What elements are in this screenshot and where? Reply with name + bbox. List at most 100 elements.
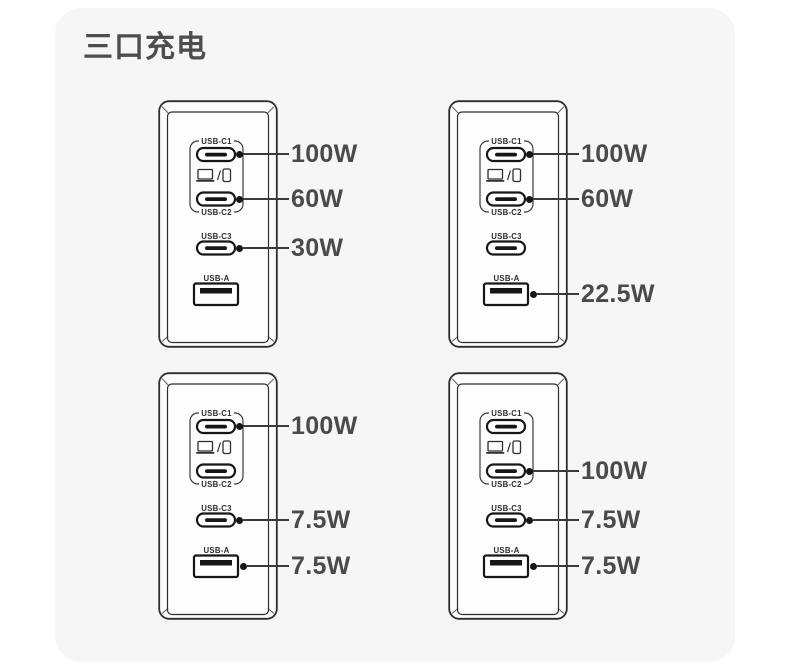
callout-line bbox=[533, 198, 579, 200]
usb-c2-slot bbox=[205, 197, 227, 201]
callout-line bbox=[533, 519, 579, 521]
usb-c3-slot bbox=[205, 246, 227, 250]
callout-dot bbox=[236, 150, 243, 158]
laptop-and-phone-icon bbox=[196, 168, 232, 183]
port-label-usb-c2: USB-C2 bbox=[201, 480, 232, 489]
wattage-label: 7.5W bbox=[291, 551, 351, 580]
callout-line bbox=[243, 198, 289, 200]
charger-illustration: USB-C1 USB-C2 USB-C3 USB-A bbox=[448, 100, 568, 348]
callout-line bbox=[537, 565, 579, 567]
callout-dot bbox=[236, 244, 243, 252]
callout-usb-a: 22.5W bbox=[530, 277, 655, 311]
wattage-label: 7.5W bbox=[581, 505, 641, 534]
label-mask bbox=[199, 479, 234, 489]
wattage-label: 100W bbox=[291, 411, 358, 440]
wattage-label: 30W bbox=[291, 233, 344, 262]
usb-a-tongue bbox=[490, 560, 522, 566]
callout-line bbox=[243, 425, 289, 427]
usb-a-tongue bbox=[490, 288, 522, 294]
charger-figure-bottom-right: USB-C1 USB-C2 USB-C3 USB-A 100W 7.5W bbox=[448, 372, 663, 620]
port-label-usb-c3: USB-C3 bbox=[491, 504, 522, 513]
charger-illustration: USB-C1 USB-C2 USB-C3 USB-A bbox=[158, 372, 278, 620]
port-label-usb-c3: USB-C3 bbox=[201, 504, 232, 513]
callout-dot bbox=[530, 290, 537, 298]
wattage-label: 7.5W bbox=[581, 551, 641, 580]
usb-c3-slot bbox=[495, 518, 517, 522]
port-label-usb-c1: USB-C1 bbox=[201, 409, 232, 418]
corner-chamfers bbox=[161, 378, 275, 614]
page-title: 三口充电 bbox=[83, 31, 207, 64]
charger-illustration: USB-C1 USB-C2 USB-C3 USB-A bbox=[448, 372, 568, 620]
port-label-usb-c1: USB-C1 bbox=[491, 137, 522, 146]
laptop-and-phone-icon bbox=[196, 440, 232, 455]
callout-usb-c1: 100W bbox=[236, 409, 358, 443]
callout-dot bbox=[236, 195, 243, 203]
port-label-usb-c3: USB-C3 bbox=[491, 232, 522, 241]
laptop-and-phone-icon bbox=[486, 168, 522, 183]
callout-usb-c2: 60W bbox=[236, 182, 343, 216]
callout-dot bbox=[526, 150, 533, 158]
port-label-usb-a: USB-A bbox=[494, 546, 520, 555]
usb-c2-slot bbox=[495, 197, 517, 201]
callout-usb-c2: 100W bbox=[526, 454, 648, 488]
corner-chamfers bbox=[161, 106, 275, 342]
usb-c1-slot bbox=[205, 424, 227, 429]
usb-c2-slot bbox=[205, 469, 227, 473]
port-label-usb-c2: USB-C2 bbox=[491, 480, 522, 489]
callout-dot bbox=[236, 422, 243, 430]
callout-line bbox=[533, 470, 579, 472]
label-mask bbox=[199, 207, 234, 217]
callout-dot bbox=[240, 562, 247, 570]
callout-line bbox=[247, 565, 289, 567]
label-mask bbox=[489, 207, 524, 217]
charger-illustration: USB-C1 USB-C2 USB-C3 USB-A bbox=[158, 100, 278, 348]
usb-a-tongue bbox=[200, 560, 232, 566]
wattage-label: 100W bbox=[581, 456, 648, 485]
port-label-usb-a: USB-A bbox=[204, 274, 230, 283]
callout-usb-c1: 100W bbox=[236, 137, 358, 171]
callout-line bbox=[537, 293, 579, 295]
callout-dot bbox=[526, 516, 533, 524]
usb-a-tongue bbox=[200, 288, 232, 294]
callout-dot bbox=[526, 467, 533, 475]
port-label-usb-c2: USB-C2 bbox=[491, 208, 522, 217]
usb-c2-slot bbox=[495, 469, 517, 473]
label-mask bbox=[489, 408, 524, 418]
wattage-label: 60W bbox=[291, 184, 344, 213]
port-label-usb-c1: USB-C1 bbox=[491, 409, 522, 418]
callout-usb-c2: 60W bbox=[526, 182, 633, 216]
callout-line bbox=[243, 153, 289, 155]
corner-chamfers bbox=[451, 106, 565, 342]
callout-line bbox=[533, 153, 579, 155]
port-label-usb-c2: USB-C2 bbox=[201, 208, 232, 217]
charger-figure-bottom-left: USB-C1 USB-C2 USB-C3 USB-A 100W 7.5W bbox=[158, 372, 373, 620]
callout-line bbox=[243, 519, 289, 521]
usb-c3-slot bbox=[205, 518, 227, 522]
callout-line bbox=[243, 247, 289, 249]
usb-c1-slot bbox=[495, 424, 517, 429]
usb-a-port bbox=[482, 554, 530, 579]
label-mask bbox=[489, 479, 524, 489]
usb-c3-slot bbox=[495, 246, 517, 250]
wattage-label: 100W bbox=[291, 139, 358, 168]
usb-a-port bbox=[482, 282, 530, 307]
usb-a-port bbox=[192, 554, 240, 579]
port-label-usb-c1: USB-C1 bbox=[201, 137, 232, 146]
usb-c1-slot bbox=[205, 152, 227, 157]
callout-usb-c3: 30W bbox=[236, 231, 343, 265]
port-label-usb-a: USB-A bbox=[494, 274, 520, 283]
charger-figure-top-right: USB-C1 USB-C2 USB-C3 USB-A 100W 60W bbox=[448, 100, 663, 348]
wattage-label: 60W bbox=[581, 184, 634, 213]
label-mask bbox=[199, 136, 234, 146]
wattage-label: 100W bbox=[581, 139, 648, 168]
port-label-usb-c3: USB-C3 bbox=[201, 232, 232, 241]
callout-usb-a: 7.5W bbox=[530, 549, 641, 583]
callout-usb-c1: 100W bbox=[526, 137, 648, 171]
callout-usb-a: 7.5W bbox=[240, 549, 351, 583]
corner-chamfers bbox=[451, 378, 565, 614]
label-mask bbox=[199, 408, 234, 418]
content-card: 三口充电 USB-C1 USB-C2 USB-C3 bbox=[55, 8, 735, 662]
laptop-and-phone-icon bbox=[486, 440, 522, 455]
callout-usb-c3: 7.5W bbox=[236, 503, 351, 537]
callout-dot bbox=[236, 516, 243, 524]
